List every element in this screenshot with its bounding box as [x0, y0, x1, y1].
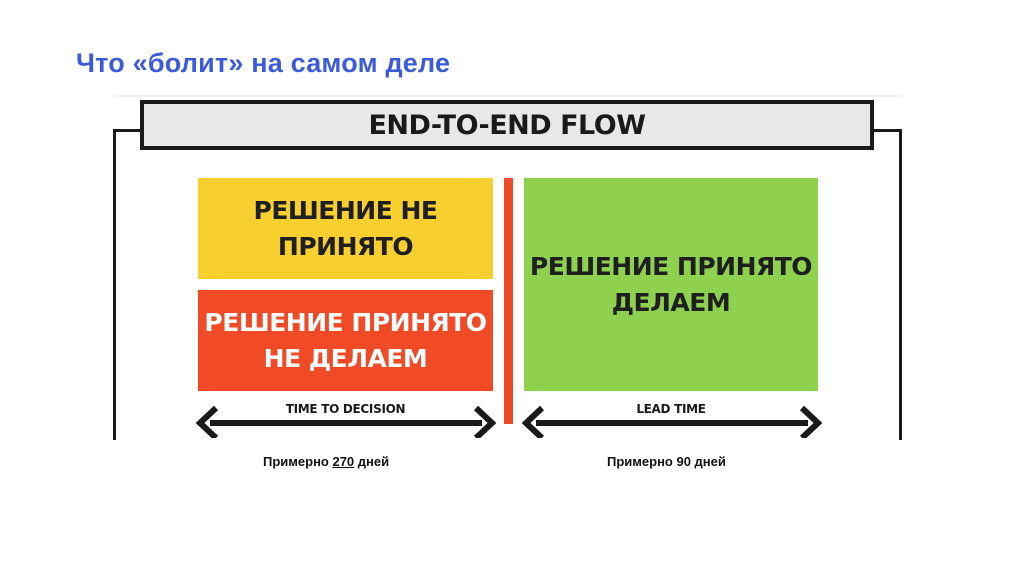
caption-left-value: 270: [332, 454, 355, 469]
arrow-right-label: LEAD TIME: [636, 402, 706, 416]
end-to-end-flow-diagram: END-TO-END FLOW РЕШЕНИЕ НЕ ПРИНЯТО РЕШЕН…: [113, 95, 902, 440]
box-decision-not-made-line2: ПРИНЯТО: [277, 231, 414, 261]
caption-time-to-decision: Примерно 270 дней: [263, 454, 389, 469]
frame-top-right-edge: [872, 129, 902, 132]
double-arrow-right: [522, 405, 822, 438]
box-decided-not-doing: РЕШЕНИЕ ПРИНЯТО НЕ ДЕЛАЕМ: [198, 290, 493, 391]
arrow-left-label: TIME TO DECISION: [285, 402, 406, 416]
box-decided-doing: РЕШЕНИЕ ПРИНЯТО ДЕЛАЕМ: [524, 178, 818, 391]
caption-left-prefix: Примерно: [263, 454, 333, 469]
box-decided-doing-line1: РЕШЕНИЕ ПРИНЯТО: [529, 251, 813, 281]
phase-divider: [504, 178, 513, 424]
box-decision-not-made: РЕШЕНИЕ НЕ ПРИНЯТО: [198, 178, 493, 279]
box-decided-not-doing-line2: НЕ ДЕЛАЕМ: [263, 343, 428, 373]
frame-right-edge: [899, 129, 902, 440]
frame-left-edge: [113, 129, 116, 440]
box-decided-not-doing-line1: РЕШЕНИЕ ПРИНЯТО: [204, 307, 487, 337]
double-arrow-left: [196, 405, 496, 438]
frame-top-left-edge: [113, 129, 143, 132]
caption-left-suffix: дней: [354, 454, 390, 469]
caption-lead-time: Примерно 90 дней: [607, 454, 726, 469]
box-decided-doing-line2: ДЕЛАЕМ: [611, 287, 731, 317]
box-decision-not-made-line1: РЕШЕНИЕ НЕ: [253, 195, 439, 225]
flow-banner: END-TO-END FLOW: [140, 100, 874, 150]
slide-title: Что «болит» на самом деле: [76, 48, 451, 78]
